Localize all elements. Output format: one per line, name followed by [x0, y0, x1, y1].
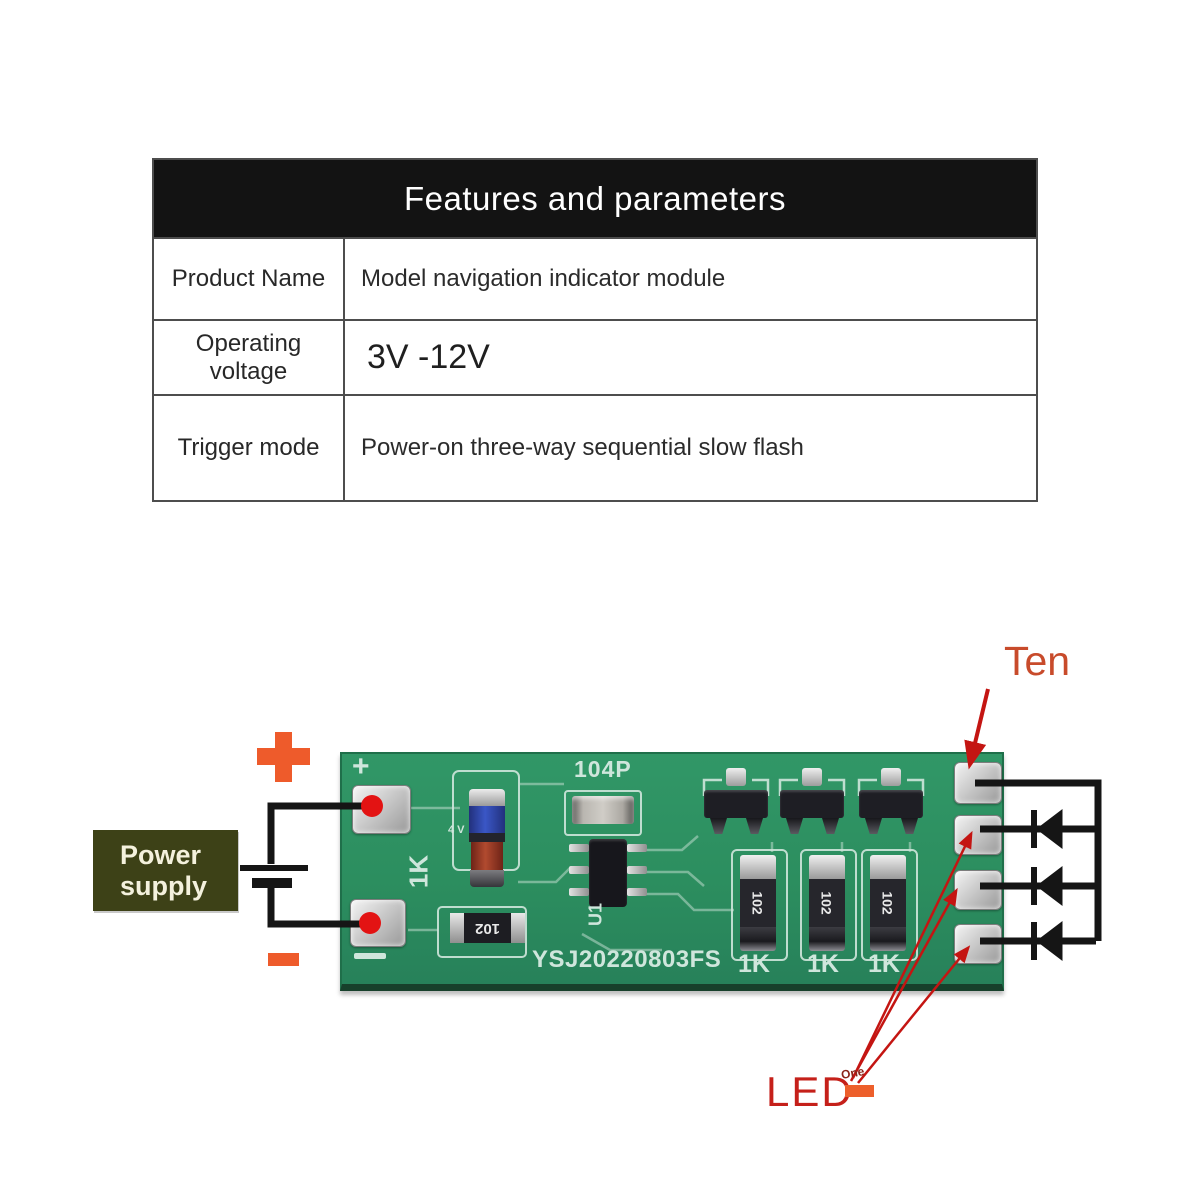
zener-blue-band [469, 806, 505, 833]
spec-table: Features and parameters Product Name Mod… [152, 158, 1038, 502]
led-pad-1 [954, 815, 1002, 855]
row-label: Trigger mode [154, 396, 345, 500]
resistor-terminal [870, 927, 906, 951]
led-pad-3 [954, 924, 1002, 964]
led-diode-symbols [1031, 808, 1063, 962]
zener-marking: 4 V [448, 824, 465, 836]
resistor-terminal [809, 927, 845, 951]
resistor-silkscreen-outline [437, 906, 527, 958]
resistor-terminal [450, 913, 464, 943]
diode-triangle [1036, 808, 1063, 850]
resistor-102-left: 102 [450, 913, 525, 943]
led-pad-2 [954, 870, 1002, 910]
plus-symbol-bar [257, 748, 310, 765]
ic-pin [569, 888, 589, 896]
zener-cap [470, 870, 504, 887]
transistor-body [859, 790, 923, 818]
table-row: Operating voltage 3V -12V [154, 319, 1036, 394]
resistor-102: 102 [809, 855, 845, 951]
capacitor [572, 796, 634, 824]
row-label: Operating voltage [154, 321, 345, 394]
row-value: Model navigation indicator module [361, 265, 726, 292]
silkscreen-1k-left: 1K [403, 854, 434, 889]
silkscreen-104p: 104P [574, 756, 632, 782]
zener-dark-band [469, 833, 505, 842]
ic-pin [627, 866, 647, 874]
transistor [704, 768, 768, 834]
row-label: Product Name [154, 239, 345, 319]
ic-pin [569, 844, 589, 852]
positive-pad [352, 785, 411, 834]
resistor-terminal [870, 855, 906, 879]
transistor-leg [901, 818, 918, 834]
capacitor-silkscreen-outline [564, 790, 642, 836]
silkscreen-1k: 1K [738, 950, 770, 978]
plus-symbol [257, 732, 310, 782]
power-supply-line1: Power [120, 840, 202, 871]
table-row: Trigger mode Power-on three-way sequenti… [154, 394, 1036, 500]
led-label: LED [766, 1068, 854, 1115]
transistor-body [704, 790, 768, 818]
table-title: Features and parameters [154, 160, 1036, 237]
led-orange-dash [845, 1085, 874, 1097]
resistor-terminal [511, 913, 525, 943]
transistor-pad [881, 768, 901, 786]
table-row: Product Name Model navigation indicator … [154, 237, 1036, 319]
transistor [780, 768, 844, 834]
zener-red-body [471, 842, 503, 870]
zener-diode [469, 789, 505, 887]
ic-pin [569, 866, 589, 874]
resistor-102: 102 [740, 855, 776, 951]
transistor-pad [726, 768, 746, 786]
ten-label: Ten [1004, 638, 1071, 684]
transistor [859, 768, 923, 834]
resistor-value: 102 [818, 891, 835, 915]
diode-triangle [1036, 920, 1063, 962]
ic-pin [627, 844, 647, 852]
resistor-value: 102 [879, 891, 896, 915]
silkscreen-board-code: YSJ20220803FS [532, 946, 722, 973]
resistor-silkscreen-outline [731, 849, 788, 961]
led-pad-common [954, 762, 1002, 804]
transistor-leg [746, 818, 763, 834]
minus-symbol [268, 953, 299, 966]
silkscreen-plus: + [352, 750, 370, 783]
transistor-pad [802, 768, 822, 786]
resistor-body: 102 [870, 879, 906, 927]
resistor-terminal [809, 855, 845, 879]
led-one-label: One [839, 1064, 866, 1082]
resistor-body: 102 [464, 913, 511, 943]
transistor-body [780, 790, 844, 818]
transistor-leg [822, 818, 839, 834]
silkscreen-1k: 1K [807, 950, 839, 978]
resistor-102: 102 [870, 855, 906, 951]
transistor-leg [710, 818, 727, 834]
pcb-board: + 1K 4 V 102 104P U1 [340, 750, 1004, 991]
resistor-body: 102 [740, 879, 776, 927]
resistor-body: 102 [809, 879, 845, 927]
diode-triangle [1036, 865, 1063, 907]
transistor-leg [786, 818, 803, 834]
silkscreen-minus [354, 953, 386, 959]
resistor-terminal [740, 855, 776, 879]
negative-pad [350, 899, 406, 947]
resistor-value: 102 [474, 919, 501, 937]
zener-cap [469, 789, 505, 806]
power-supply-label: Power supply [93, 830, 238, 911]
silkscreen-u1: U1 [585, 903, 606, 927]
resistor-value: 102 [749, 891, 766, 915]
resistor-terminal [740, 927, 776, 951]
row-value: Power-on three-way sequential slow flash [361, 434, 804, 461]
power-supply-line2: supply [120, 870, 208, 901]
row-value: 3V -12V [367, 338, 490, 376]
ic-pin [627, 888, 647, 896]
transistor-leg [865, 818, 882, 834]
silkscreen-1k: 1K [868, 950, 900, 978]
ic-chip [589, 839, 627, 907]
